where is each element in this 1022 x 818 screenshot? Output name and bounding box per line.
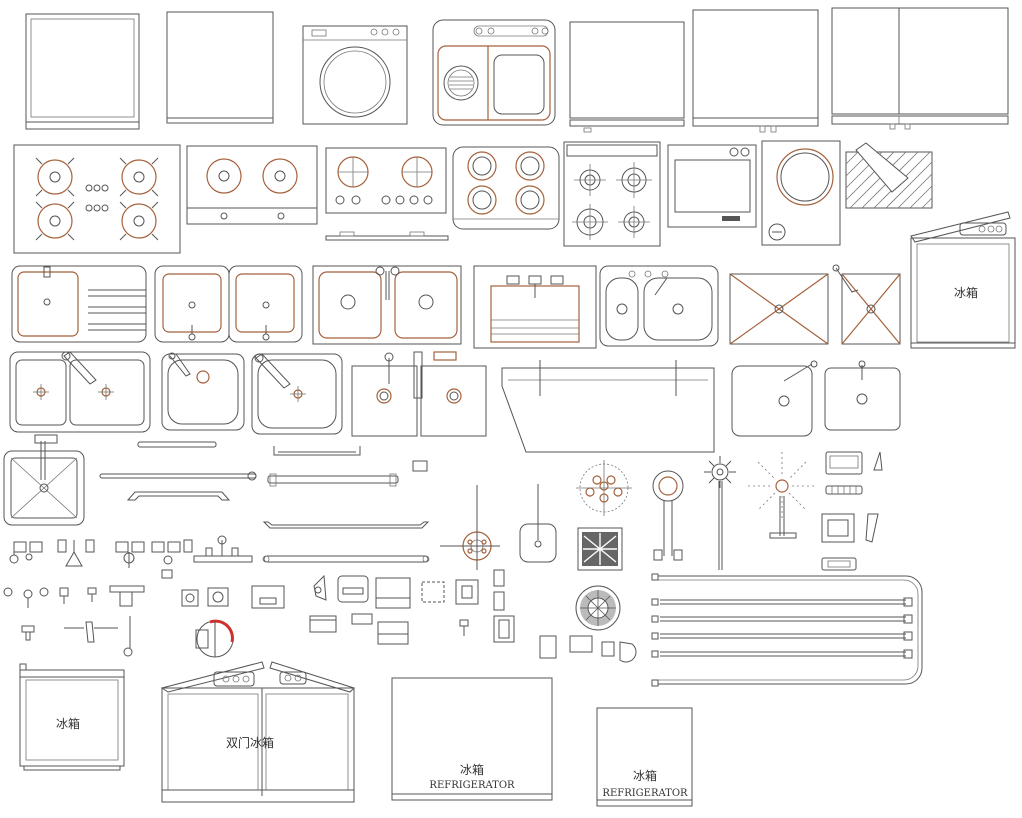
floor-drain-round [575, 585, 621, 631]
basin-wall-hung [519, 484, 557, 563]
sink-square-x-b [832, 264, 901, 345]
refrigerator-label: 冰箱 [954, 285, 978, 300]
grab-bar-set [99, 441, 430, 563]
shower-spray-radial [748, 452, 816, 539]
sink-single-rounded-a [161, 352, 245, 431]
toilet-valve-red [195, 619, 234, 658]
refrigerator-small-left: 冰箱 [19, 663, 125, 771]
cabinet-single-door [569, 21, 685, 133]
sink-corner-bowl [599, 265, 719, 347]
soap-dish-set [821, 451, 883, 571]
refrigerator-english-label: REFRIGERATOR [429, 780, 515, 791]
refrigerator-label: 双门冰箱 [226, 735, 274, 750]
refrigerator-large: 冰箱 REFRIGERATOR [391, 677, 553, 801]
sink-double-with-faucet [9, 351, 151, 433]
refrigerator-english-label: REFRIGERATOR [602, 788, 688, 799]
range-hood-hatched [845, 142, 933, 209]
shower-head-dotted [576, 460, 632, 516]
washing-machine-front [302, 25, 408, 125]
shower-column [652, 470, 684, 561]
sink-single-small-a [731, 360, 818, 437]
floor-grate-square [577, 527, 623, 571]
refrigerator-bottom: 冰箱 REFRIGERATOR [596, 707, 693, 807]
cooktop-two-burner [186, 145, 318, 225]
cooktop-four-burner [13, 144, 181, 254]
dishwasher-front-square [25, 13, 140, 130]
sink-single-rounded-b [251, 353, 343, 435]
sink-rectangular-with-faucet [473, 265, 597, 349]
sink-double-bowl-a [154, 265, 303, 343]
sink-square-x-a [729, 273, 829, 345]
induction-cooker [761, 140, 841, 246]
refrigerator-label: 冰箱 [460, 762, 484, 777]
shower-sunburst [704, 456, 736, 570]
sink-square-with-faucet [3, 434, 85, 526]
faucet-fittings-group [3, 535, 515, 658]
cooktop-glass-two-burner [325, 147, 449, 241]
refrigerator-right: 冰箱 [910, 211, 1016, 349]
sink-trough-large [501, 360, 715, 453]
twin-tub-washer [432, 19, 556, 126]
range-stove-top [563, 141, 661, 247]
cabinet-double-door [692, 9, 819, 133]
refrigerator-label: 冰箱 [56, 716, 80, 731]
sink-double-bowl-b [312, 265, 462, 345]
towel-rail-long [651, 573, 923, 687]
refrigerator-double-door: 双门冰箱 [160, 661, 355, 803]
sink-single-small-b [824, 360, 901, 431]
sink-single-with-drainboard [11, 265, 147, 343]
sink-twin-square [351, 351, 487, 437]
microwave-oven [667, 144, 757, 228]
cooktop-four-burner-round [452, 146, 560, 230]
cabinet-wide-double-door [831, 7, 1009, 130]
small-fixtures-bottom [539, 635, 637, 663]
oven-panel-front [166, 11, 274, 124]
refrigerator-label: 冰箱 [633, 768, 657, 783]
floor-drain-crosshair [440, 485, 500, 570]
